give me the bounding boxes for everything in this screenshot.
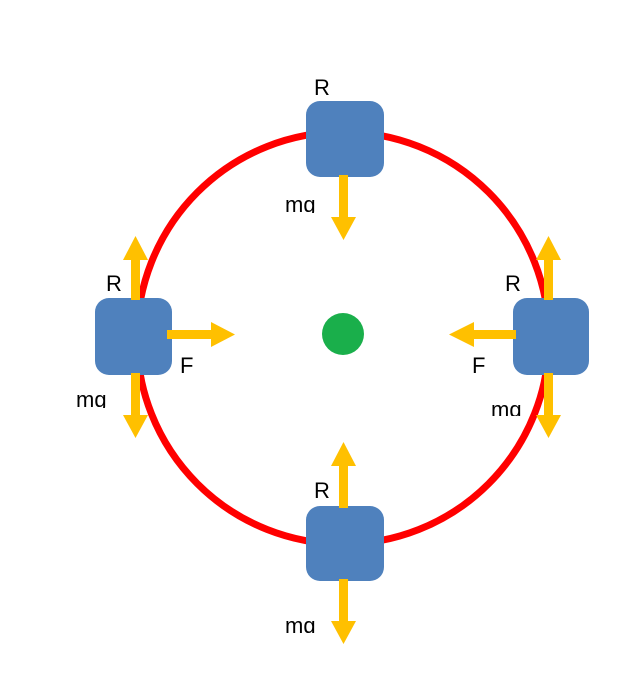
- center-point: [322, 313, 364, 355]
- bottom-block-group: R mg: [285, 442, 384, 644]
- left-force-arrow: [167, 322, 235, 347]
- right-normal-label: R: [505, 271, 521, 296]
- left-normal-label: R: [106, 271, 122, 296]
- right-normal-arrow: [536, 236, 561, 300]
- right-block: [513, 298, 589, 375]
- bottom-weight-arrow: [331, 579, 356, 644]
- right-weight-label: mg: [491, 397, 522, 422]
- left-block: [95, 298, 172, 375]
- bottom-block: [306, 506, 384, 581]
- right-force-label: F: [472, 353, 485, 378]
- right-force-arrow: [449, 322, 516, 347]
- right-weight-arrow: [536, 373, 561, 438]
- left-block-group: R F mg: [76, 236, 235, 438]
- top-weight-arrow: [331, 175, 356, 240]
- right-block-group: R F mg: [449, 236, 589, 438]
- top-block-group: R mg: [285, 75, 384, 240]
- top-normal-label: R: [314, 75, 330, 100]
- left-weight-label: mg: [76, 387, 107, 412]
- bottom-normal-arrow: [331, 442, 356, 508]
- bottom-normal-label: R: [314, 478, 330, 503]
- left-normal-arrow: [123, 236, 148, 300]
- bottom-weight-label: mg: [285, 613, 316, 638]
- top-block: [306, 101, 384, 177]
- left-force-label: F: [180, 353, 193, 378]
- top-weight-label: mg: [285, 192, 316, 217]
- left-weight-arrow: [123, 373, 148, 438]
